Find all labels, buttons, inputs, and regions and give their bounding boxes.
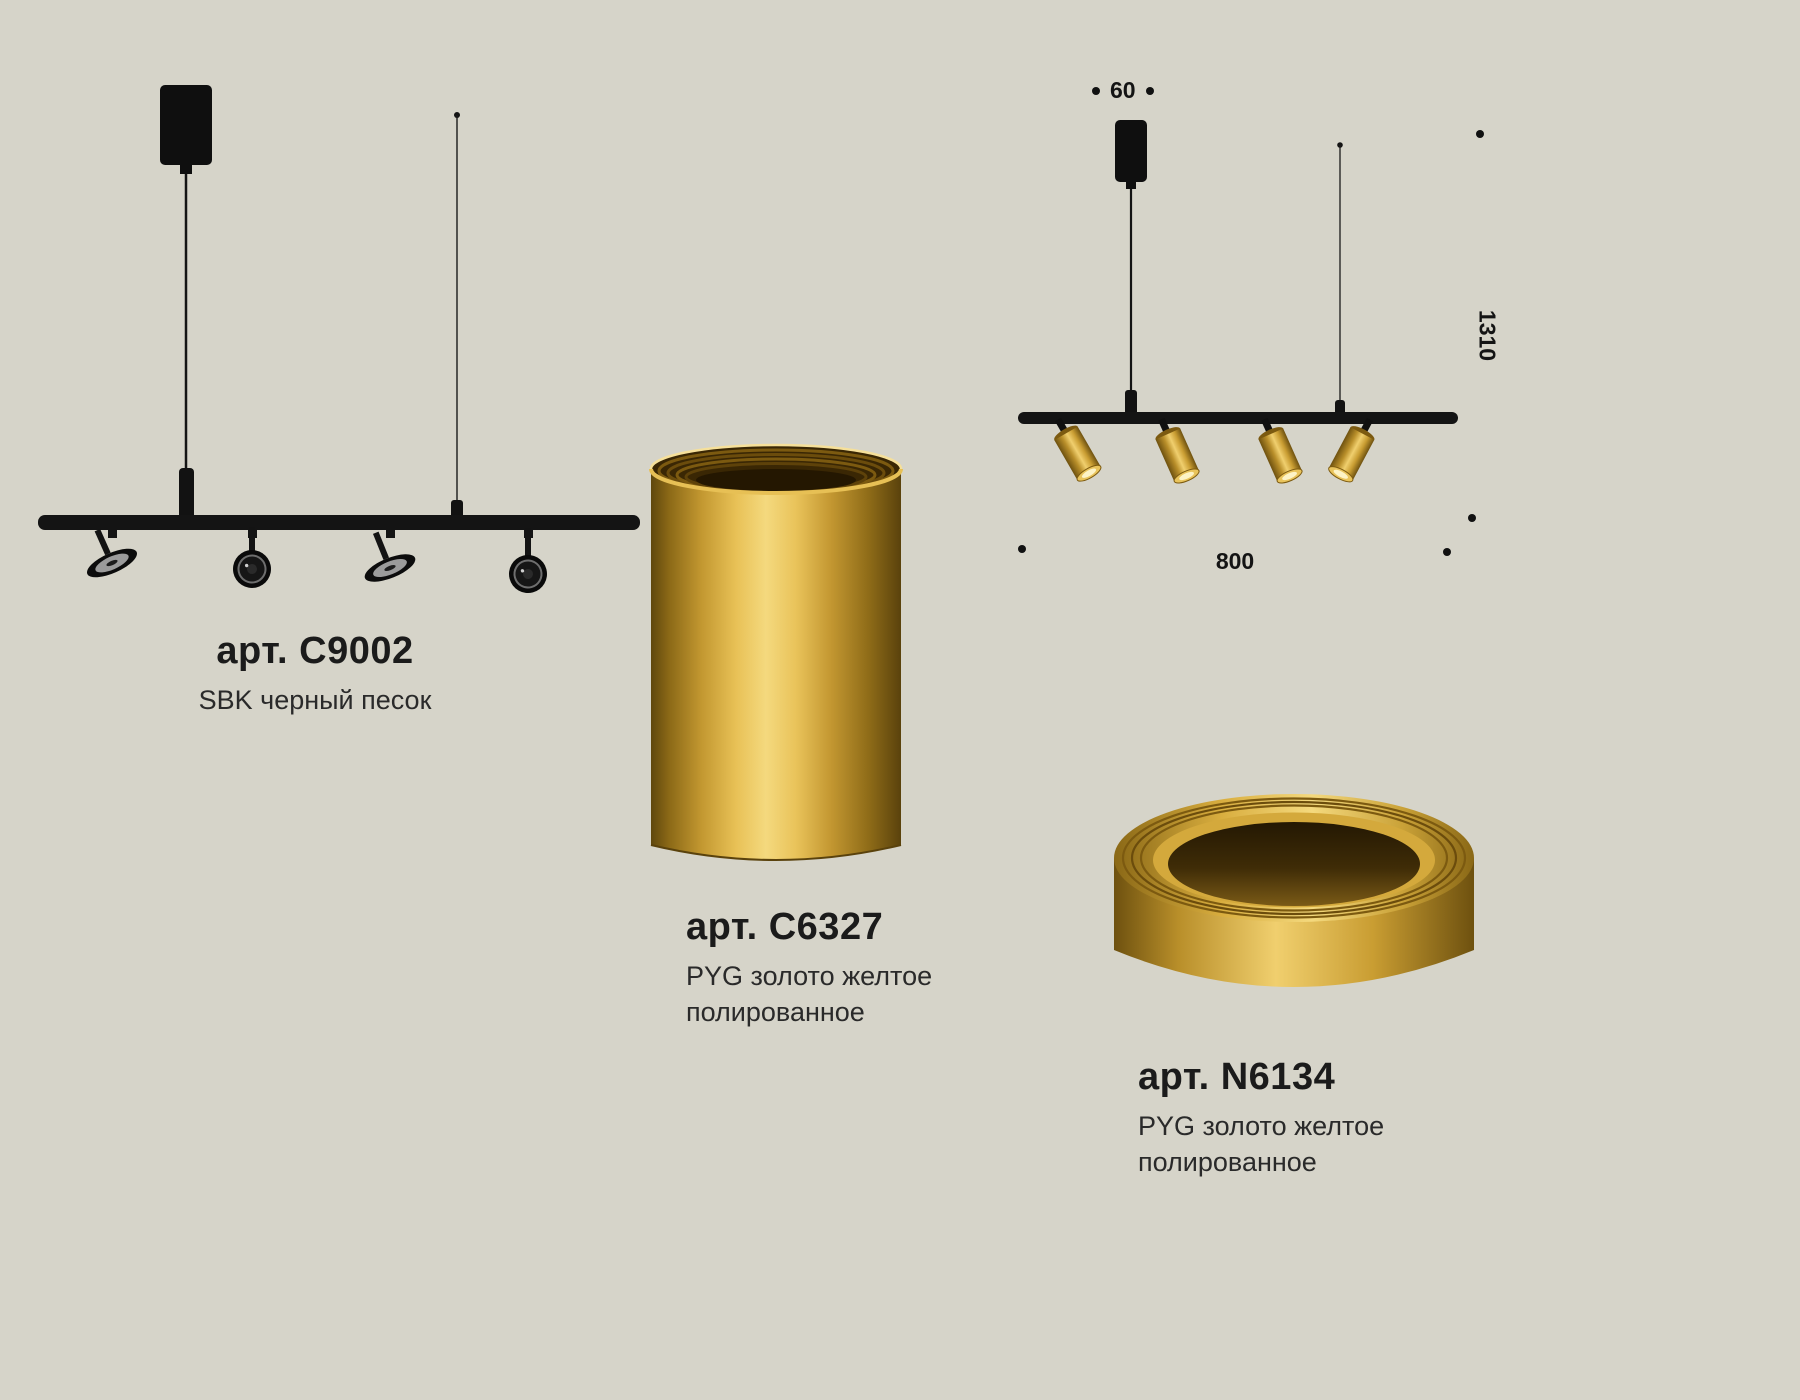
canopy-nub (180, 165, 192, 174)
finish-name: SBK черный песок (198, 685, 432, 715)
fixture-gold-svg (1018, 120, 1458, 484)
dimension-length: 800 (1215, 548, 1255, 574)
dimension-dot (1476, 130, 1484, 138)
cord-stem (179, 468, 194, 520)
spotlight-disc (364, 531, 416, 582)
ring-cavity (1168, 822, 1420, 906)
spotlight-face (233, 527, 271, 588)
article-number: арт. C9002 (216, 630, 414, 672)
dimension-dot (1145, 86, 1154, 95)
front-rim (649, 468, 903, 495)
gold-ring-svg (1114, 794, 1474, 987)
finish-name: PYG золото желтое полированное (1138, 1111, 1385, 1178)
article-number: арт. C6327 (686, 906, 884, 948)
gold-spotlight (1258, 417, 1303, 484)
cord-stem (1125, 390, 1137, 416)
ring-groove (1130, 800, 1458, 916)
spot-knob (108, 529, 117, 538)
gold-ring-illustration (1108, 758, 1480, 1070)
spotlight-face (509, 528, 547, 593)
cylinder-body (651, 469, 901, 860)
gold-cylinder-illustration (645, 437, 907, 882)
gold-spotlight (1328, 417, 1375, 483)
dimension-dot (1468, 514, 1476, 522)
dimension-value: 60 (1110, 77, 1136, 103)
label-block-n6134: арт. N6134 PYG золото желтое полированно… (1138, 1056, 1418, 1181)
fixture-gold-illustration (1000, 100, 1480, 580)
spot-knob (386, 529, 395, 538)
fixture-black-illustration (25, 70, 650, 630)
track-bar (1018, 412, 1458, 424)
dimension-dot (1092, 86, 1100, 95)
canopy (160, 85, 212, 165)
dimension-dot (1018, 545, 1026, 553)
fixture-black-svg (38, 85, 640, 593)
opening-shadow (696, 469, 856, 491)
spotlight-disc (87, 528, 137, 578)
dimension-canopy-width: 60 (1092, 77, 1154, 104)
gold-spotlight (1054, 417, 1102, 482)
cylinder-bottom-edge (650, 844, 902, 861)
dimension-dot (1443, 548, 1451, 556)
gold-cylinder-svg (649, 443, 903, 861)
back-rim (649, 443, 903, 470)
label-block-c6327: арт. C6327 PYG золото желтое полированно… (686, 906, 956, 1031)
dimension-height: 1310 (1474, 309, 1501, 362)
canopy-nub (1126, 182, 1136, 189)
gold-spotlight (1155, 417, 1200, 484)
canopy (1115, 120, 1147, 182)
track-bar (38, 515, 640, 530)
article-number: арт. N6134 (1138, 1056, 1336, 1098)
label-block-c9002: арт. C9002 SBK черный песок (35, 630, 595, 718)
finish-name: PYG золото желтое полированное (686, 961, 933, 1028)
ring-groove (1139, 804, 1449, 912)
ring-groove (1121, 797, 1467, 919)
